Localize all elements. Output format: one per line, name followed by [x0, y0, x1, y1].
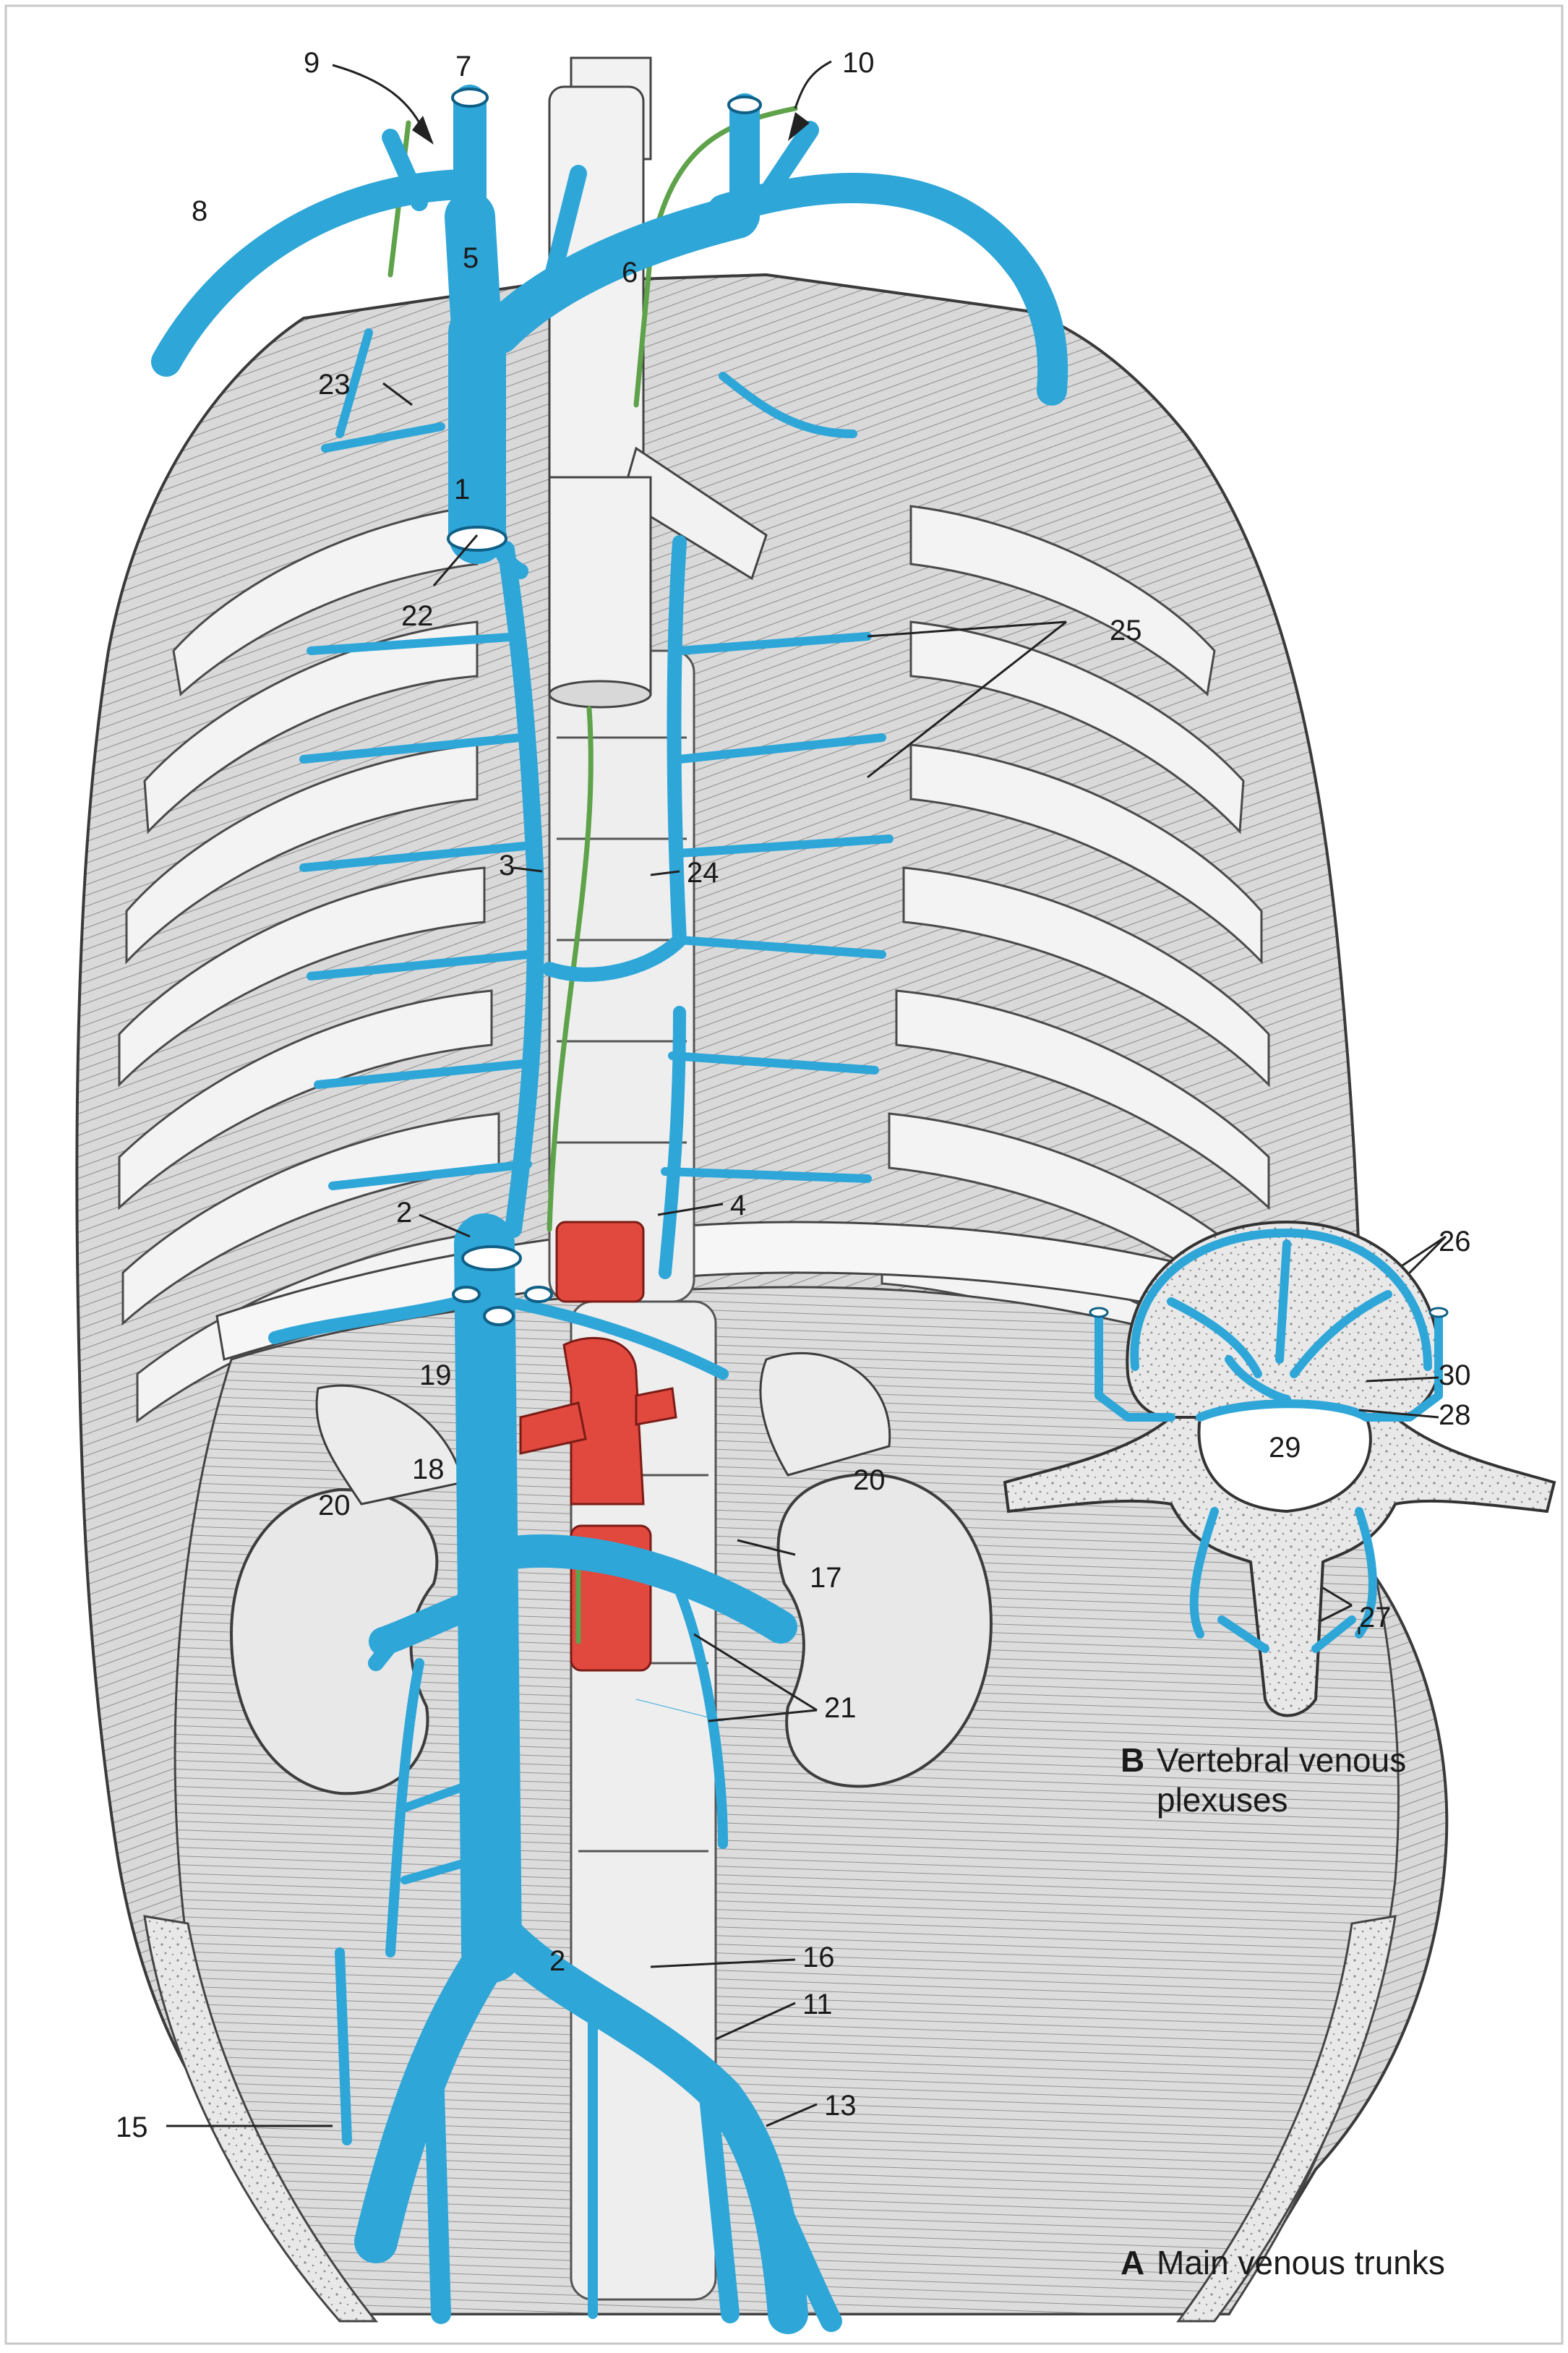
- label-9: 9: [304, 47, 320, 79]
- label-20-left: 20: [318, 1490, 351, 1521]
- label-19: 19: [419, 1359, 452, 1391]
- label-21: 21: [824, 1692, 857, 1724]
- label-23: 23: [318, 369, 351, 401]
- arrow-9: [412, 116, 434, 145]
- plexus-openings: [1089, 1307, 1449, 1318]
- label-28: 28: [1439, 1399, 1471, 1431]
- adrenal-glands: [315, 1352, 891, 1506]
- vertebral-venous-plexus: [1094, 1229, 1443, 1653]
- label-22: 22: [401, 600, 434, 632]
- label-15: 15: [116, 2111, 148, 2143]
- pelvic-bone-right: [1176, 1915, 1397, 2323]
- panel-b: [1003, 1220, 1556, 1717]
- label-20-right: 20: [853, 1464, 886, 1496]
- label-8: 8: [192, 195, 207, 227]
- caption-a-letter: A: [1121, 2244, 1144, 2281]
- labels: 9 7 10 8 5 6 23 1 22 25 3 24 2 4 26 30 2…: [116, 47, 1471, 2143]
- caption-a-text: Main venous trunks: [1157, 2244, 1445, 2281]
- label-11: 11: [802, 1989, 833, 2020]
- label-29: 29: [1269, 1432, 1301, 1464]
- kidneys: [229, 1473, 993, 1795]
- caption-b-line2: plexuses: [1157, 1781, 1288, 1819]
- label-16: 16: [802, 1942, 835, 1973]
- pelvic-bone-left: [143, 1915, 379, 2323]
- leader-lines-b: [1358, 1376, 1439, 1634]
- label-30: 30: [1439, 1359, 1471, 1391]
- leader-lines: [166, 60, 1447, 2127]
- label-4: 4: [730, 1190, 746, 1221]
- label-17: 17: [810, 1562, 842, 1594]
- label-5: 5: [463, 242, 479, 274]
- caption-b: B Vertebral venous plexuses: [1121, 1741, 1406, 1819]
- label-26: 26: [1439, 1226, 1471, 1257]
- label-10: 10: [842, 47, 875, 79]
- label-1: 1: [454, 474, 470, 505]
- label-27: 27: [1359, 1602, 1392, 1634]
- caption-b-line1: Vertebral venous: [1157, 1741, 1406, 1779]
- label-7: 7: [455, 51, 471, 82]
- arrow-10: [788, 112, 810, 141]
- label-3: 3: [499, 850, 515, 881]
- label-6: 6: [622, 257, 638, 289]
- label-18: 18: [412, 1453, 445, 1485]
- label-2-upper: 2: [396, 1197, 412, 1229]
- label-25: 25: [1110, 615, 1142, 646]
- vein-openings: [447, 87, 762, 1326]
- panel-a: [75, 56, 1449, 2334]
- label-13: 13: [824, 2090, 857, 2122]
- venous-system: [151, 85, 1068, 2334]
- caption-a: A Main venous trunks: [1121, 2244, 1445, 2281]
- caption-b-letter: B: [1121, 1741, 1144, 1779]
- label-24: 24: [687, 857, 719, 889]
- label-2-lower: 2: [549, 1945, 565, 1977]
